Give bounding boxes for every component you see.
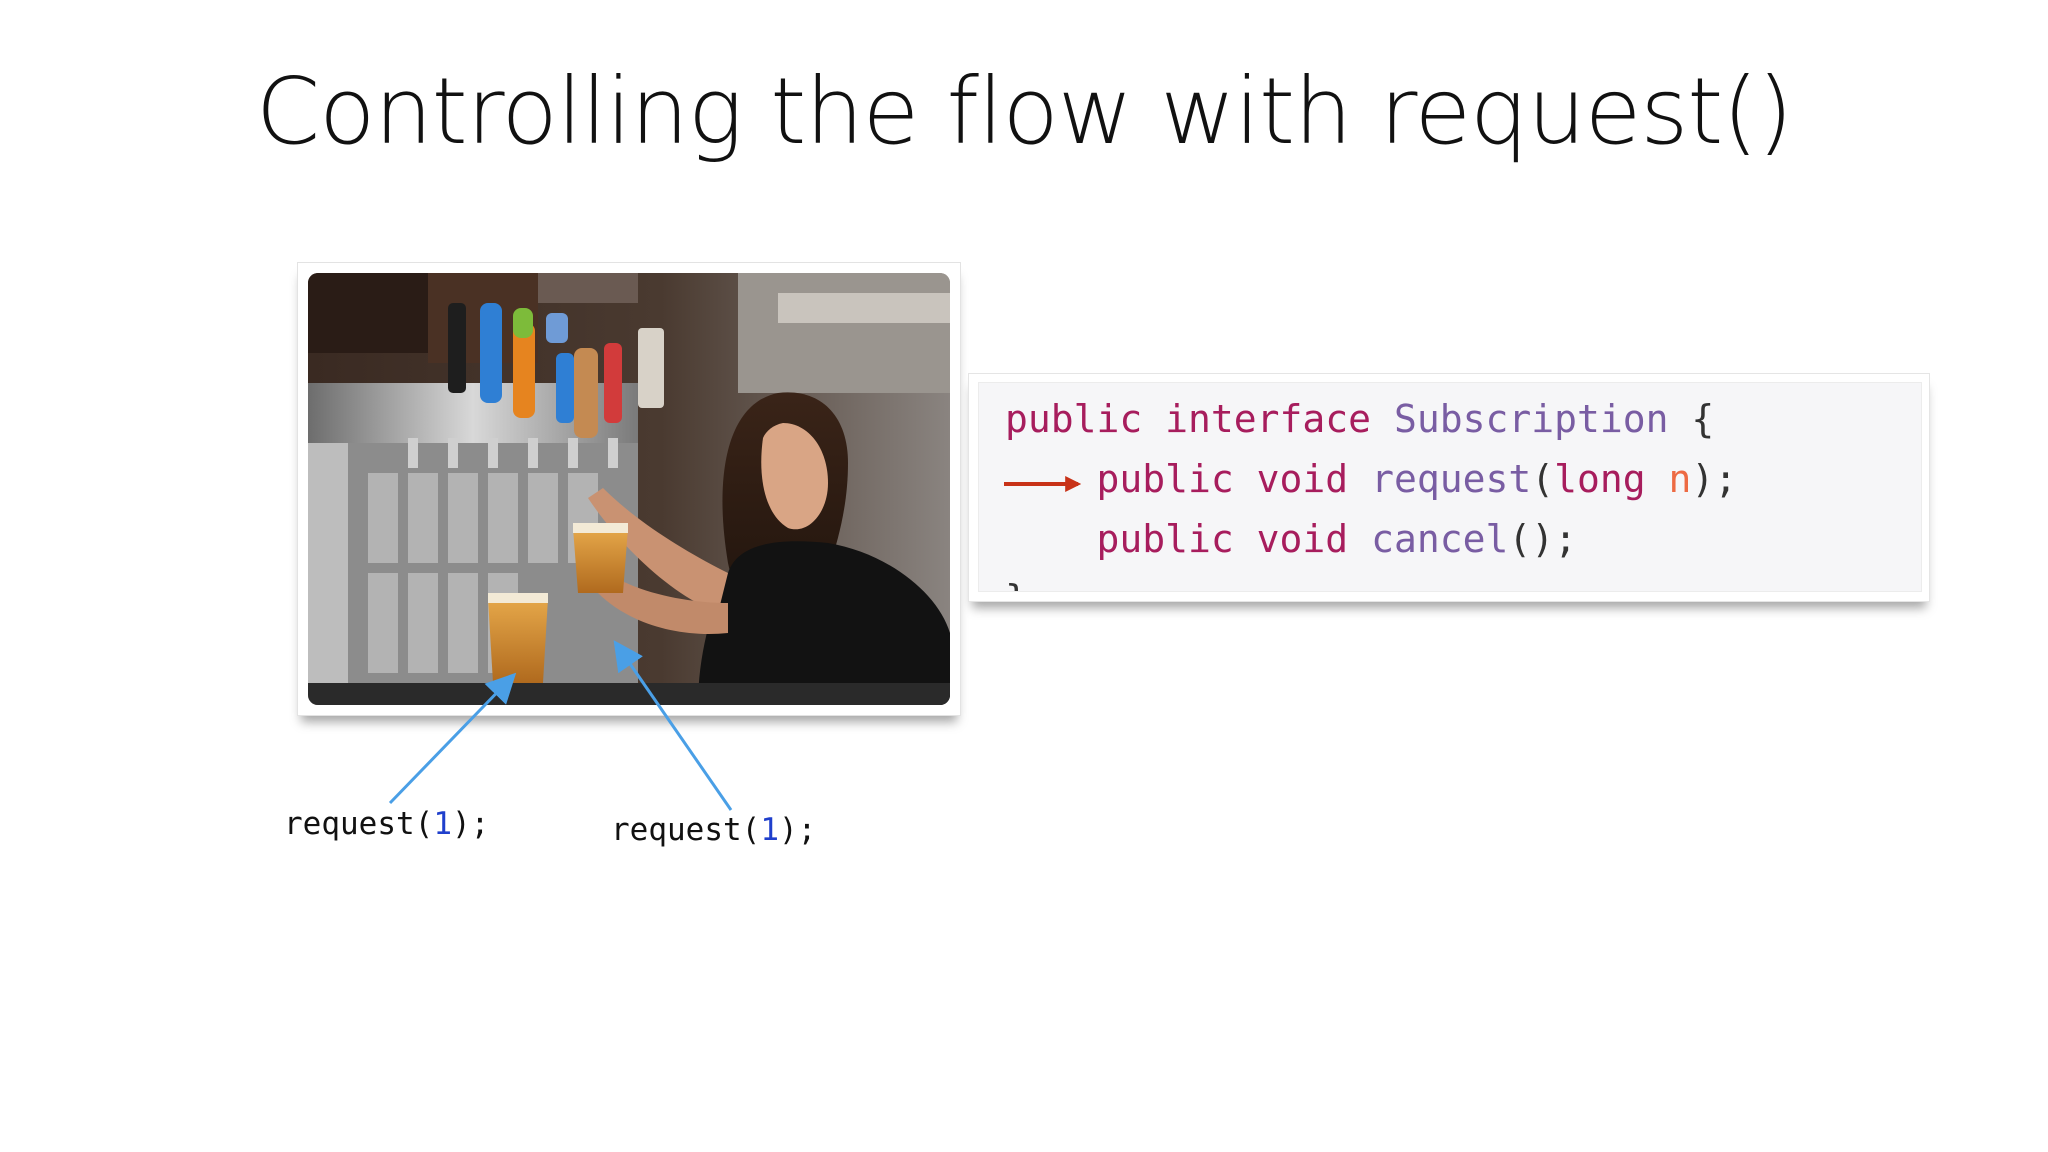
- slide-title: Controlling the flow with request(): [255, 58, 1793, 165]
- bartender-photo: [308, 273, 950, 705]
- code-token: Subscription: [1393, 397, 1669, 441]
- code-token: public: [1005, 457, 1257, 501]
- code-line: }: [1005, 575, 1028, 591]
- request-label-num: 1: [433, 806, 452, 842]
- request-label-end: );: [451, 806, 490, 842]
- code-token: );: [1691, 457, 1738, 501]
- request-label-fn: request(: [611, 812, 761, 848]
- code-card: public interface Subscription { public v…: [968, 373, 1930, 602]
- code-line: public interface Subscription {: [1005, 395, 1714, 443]
- code-token: long: [1554, 457, 1669, 501]
- code-line: public void cancel();: [1005, 515, 1577, 563]
- code-token: {: [1668, 397, 1715, 441]
- code-line: public void request(long n);: [1005, 455, 1738, 503]
- request-label-num: 1: [760, 812, 779, 848]
- code-token: cancel: [1371, 517, 1509, 561]
- request-label-left: request(1);: [284, 804, 489, 844]
- code-token: request: [1371, 457, 1532, 501]
- photo-card: [297, 262, 961, 716]
- code-token: ();: [1508, 517, 1577, 561]
- code-token: (: [1531, 457, 1555, 501]
- code-token: n: [1668, 457, 1692, 501]
- code-block: public interface Subscription { public v…: [978, 382, 1922, 592]
- code-token: void: [1256, 457, 1372, 501]
- code-token: public: [1005, 517, 1257, 561]
- request-label-end: );: [778, 812, 817, 848]
- request-label-right: request(1);: [611, 810, 816, 850]
- code-token: }: [1005, 577, 1028, 591]
- code-token: interface: [1165, 397, 1394, 441]
- request-label-fn: request(: [284, 806, 434, 842]
- code-token: void: [1256, 517, 1372, 561]
- code-token: public: [1005, 397, 1166, 441]
